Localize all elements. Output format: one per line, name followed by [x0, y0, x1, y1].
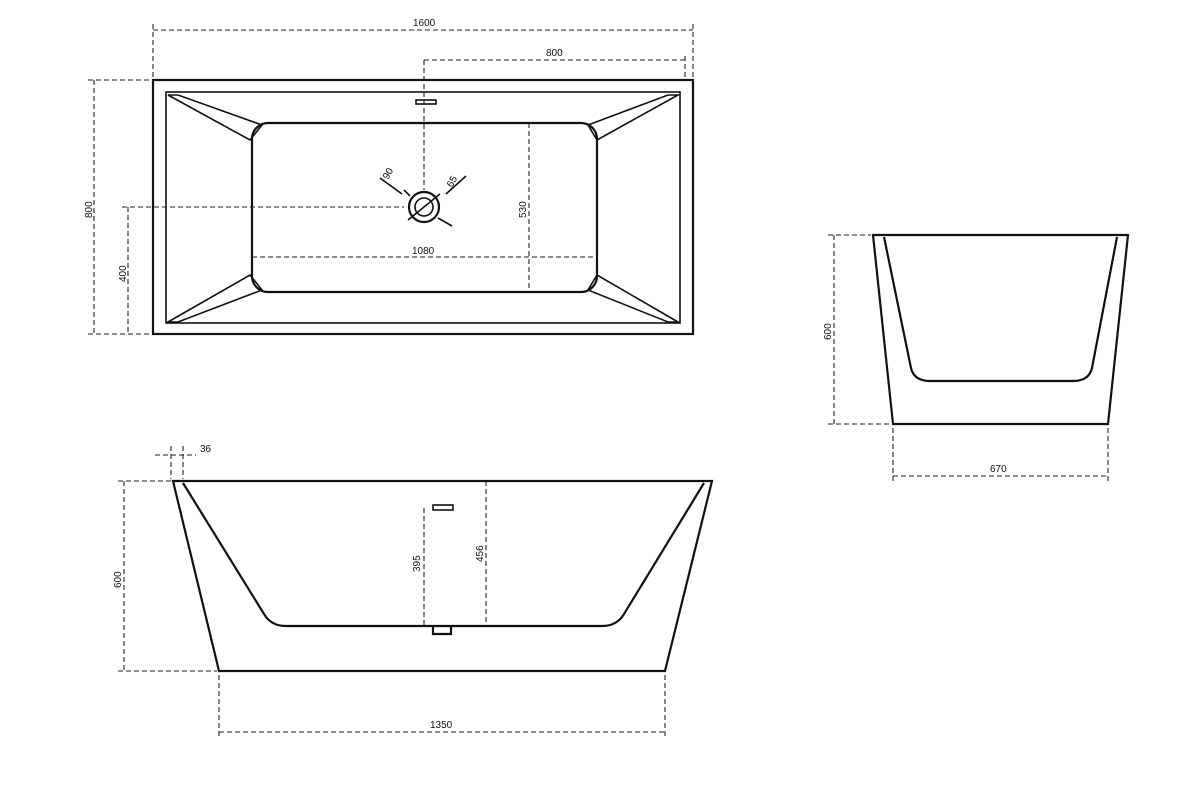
dim-inner-depth: 456: [475, 481, 487, 626]
dim-side-height-label: 600: [823, 323, 834, 340]
dim-side-height: 600: [823, 234, 891, 425]
side-view: 600 670: [823, 233, 1130, 482]
top-view-outer-rim: [151, 78, 695, 336]
dim-front-height-label: 600: [113, 571, 124, 588]
top-view-overflow: [415, 99, 437, 105]
front-view: 36 600 395 456 1350: [113, 444, 714, 738]
side-view-inner-basin: [882, 236, 1119, 383]
top-view-bevel-bottom-left: [164, 273, 264, 323]
top-view-drain-icon: [403, 189, 453, 227]
dim-base-length: 1350: [218, 675, 666, 738]
dim-rim-thickness: 36: [155, 444, 212, 479]
dim-front-height: 600: [113, 480, 217, 672]
drain-dim-a-label: 90: [381, 166, 396, 182]
dim-top-width: 800: [84, 79, 151, 335]
drain-dim-b-label: 65: [445, 174, 460, 190]
dim-basin-width: 530: [518, 123, 530, 292]
dim-top-drain-offset-label: 400: [118, 265, 129, 282]
top-view-bevel-top-right: [586, 94, 682, 142]
dim-inner-depth-label: 456: [475, 545, 486, 562]
dim-overflow-height-label: 395: [412, 555, 423, 572]
front-view-overflow: [432, 504, 454, 511]
dim-top-half-length: 800: [423, 48, 686, 190]
front-view-drain: [431, 626, 453, 636]
top-view-bevel-bottom-right: [586, 273, 681, 323]
front-view-inner-basin: [182, 482, 705, 628]
top-view-bevel-top-left: [167, 94, 264, 142]
dim-basin-width-label: 530: [518, 201, 529, 218]
dim-basin-length-label: 1080: [412, 246, 435, 257]
dim-top-width-label: 800: [84, 201, 95, 218]
dim-base-length-label: 1350: [430, 720, 453, 731]
top-view: 90 65 1600 800 800 400: [84, 18, 695, 336]
dim-side-base-width-label: 670: [990, 464, 1007, 475]
dim-top-drain-offset: 400: [118, 206, 404, 334]
dim-rim-thickness-label: 36: [200, 444, 212, 455]
dim-overflow-height: 395: [412, 508, 425, 626]
dim-top-length-label: 1600: [413, 18, 436, 29]
dim-side-base-width: 670: [892, 428, 1109, 482]
front-view-outline: [171, 479, 714, 673]
side-view-outline: [871, 233, 1130, 426]
dim-basin-length: 1080: [252, 246, 597, 258]
dim-top-length: 1600: [152, 18, 694, 78]
dim-top-half-length-label: 800: [546, 48, 563, 59]
